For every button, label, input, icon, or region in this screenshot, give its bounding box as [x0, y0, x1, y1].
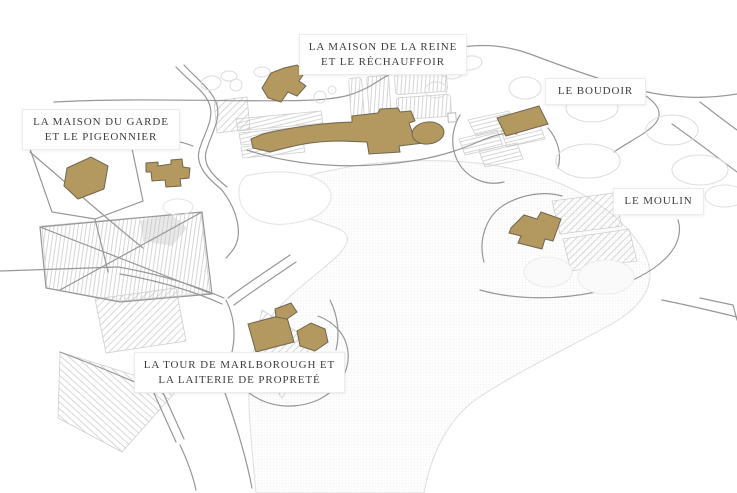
label-line: ET LE RÉCHAUFFOIR [321, 55, 445, 68]
building-laiterie[interactable] [247, 313, 295, 353]
building-maison-de-la-reine[interactable] [250, 107, 425, 155]
label-line: ET LE PIGEONNIER [44, 130, 158, 143]
label-moulin[interactable]: LE MOULIN [613, 188, 704, 215]
building-maison-du-garde[interactable] [63, 156, 109, 200]
lake-island [238, 171, 332, 225]
label-line: LE BOUDOIR [557, 85, 634, 97]
buildings [63, 64, 562, 353]
label-tour-de-marlborough[interactable]: LA TOUR DE MARLBOROUGH ET LA LAITERIE DE… [134, 352, 345, 394]
building-round-pavilion[interactable] [411, 120, 445, 145]
building-moulin[interactable] [508, 211, 562, 250]
tree-groves [162, 55, 737, 295]
building-tour-marlborough[interactable] [296, 322, 329, 352]
label-boudoir[interactable]: LE BOUDOIR [545, 78, 646, 105]
label-line: LA MAISON DE LA REINE [308, 41, 458, 53]
label-line: LA LAITERIE DE PROPRETÉ [158, 373, 321, 386]
building-pigeonnier[interactable] [145, 158, 191, 188]
label-line: LA MAISON DU GARDE [33, 116, 169, 128]
building-rechauffoir[interactable] [261, 64, 307, 103]
building-boudoir[interactable] [496, 105, 549, 137]
label-maison-de-la-reine[interactable]: LA MAISON DE LA REINE ET LE RÉCHAUFFOIR [299, 34, 467, 76]
label-maison-du-garde[interactable]: LA MAISON DU GARDE ET LE PIGEONNIER [22, 109, 180, 151]
building-laiterie-annex[interactable] [274, 302, 298, 320]
label-line: LE MOULIN [624, 195, 693, 207]
lake [238, 160, 651, 493]
label-line: LA TOUR DE MARLBOROUGH ET [143, 359, 336, 371]
